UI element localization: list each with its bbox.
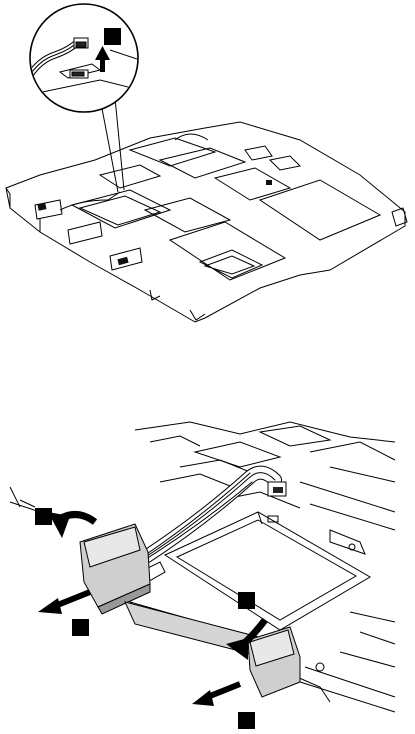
speaker-closeup-drawing	[0, 412, 415, 734]
figure-base-overview	[0, 0, 415, 330]
detail-circle-connector	[28, 4, 140, 112]
base-overview-drawing	[0, 0, 415, 330]
step-badge-icon	[104, 28, 121, 45]
step-badge-icon	[72, 619, 89, 636]
straight-arrow-icon	[192, 684, 240, 706]
step-badge-icon	[238, 712, 255, 729]
curved-arrow-icon	[48, 512, 95, 538]
figure-speaker-closeup	[0, 412, 415, 734]
step-badge-icon	[238, 592, 255, 609]
straight-arrow-icon	[38, 592, 90, 614]
left-speaker	[80, 524, 150, 614]
step-badge-icon	[35, 508, 52, 525]
right-speaker	[248, 627, 300, 697]
